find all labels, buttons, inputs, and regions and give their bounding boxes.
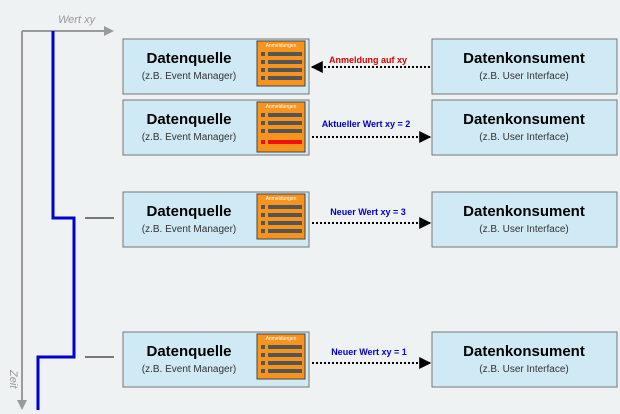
- source-subtitle: (z.B. Event Manager): [142, 71, 236, 82]
- source-subtitle: (z.B. Event Manager): [142, 364, 236, 375]
- time-axis: Zeit: [7, 31, 27, 410]
- row-subscribe: Datenquelle (z.B. Event Manager) Anmeldu…: [122, 38, 618, 95]
- source-title: Datenquelle: [146, 343, 231, 360]
- data-consumer-box: Datenkonsument (z.B. User Interface): [431, 99, 618, 156]
- data-consumer-box: Datenkonsument (z.B. User Interface): [431, 38, 618, 95]
- consumer-subtitle: (z.B. User Interface): [479, 132, 568, 143]
- data-consumer-box: Datenkonsument (z.B. User Interface): [431, 331, 618, 388]
- consumer-title: Datenkonsument: [463, 343, 585, 360]
- new-subscription-highlight: [268, 140, 302, 144]
- subscription-list-icon: Anmeldungen: [256, 333, 306, 380]
- subscription-list-title: Anmeldungen: [266, 336, 297, 342]
- data-consumer-box: Datenkonsument (z.B. User Interface): [431, 191, 618, 248]
- subscription-list-icon: Anmeldungen: [256, 193, 306, 240]
- consumer-subtitle: (z.B. User Interface): [479, 364, 568, 375]
- message-label: Aktueller Wert xy = 2: [322, 119, 411, 129]
- subscription-list-icon: Anmeldungen: [256, 101, 306, 153]
- consumer-title: Datenkonsument: [463, 50, 585, 67]
- consumer-title: Datenkonsument: [463, 111, 585, 128]
- source-title: Datenquelle: [146, 203, 231, 220]
- consumer-title: Datenkonsument: [463, 203, 585, 220]
- message-label: Neuer Wert xy = 1: [331, 347, 407, 357]
- subscription-list-title: Anmeldungen: [266, 43, 297, 49]
- subscription-list-title: Anmeldungen: [266, 196, 297, 202]
- source-title: Datenquelle: [146, 50, 231, 67]
- source-subtitle: (z.B. Event Manager): [142, 132, 236, 143]
- subscription-list-title: Anmeldungen: [266, 104, 297, 110]
- time-axis-label: Zeit: [7, 369, 19, 389]
- consumer-subtitle: (z.B. User Interface): [479, 224, 568, 235]
- consumer-subtitle: (z.B. User Interface): [479, 71, 568, 82]
- row-new-value-3: Datenquelle (z.B. Event Manager) Anmeldu…: [122, 191, 618, 248]
- message-label: Anmeldung auf xy: [329, 55, 407, 65]
- row-current-value: Datenquelle (z.B. Event Manager) Anmeldu…: [122, 99, 618, 156]
- message-label: Neuer Wert xy = 3: [330, 207, 406, 217]
- value-step-line: [36, 31, 76, 410]
- row-new-value-1: Datenquelle (z.B. Event Manager) Anmeldu…: [122, 331, 618, 388]
- source-subtitle: (z.B. Event Manager): [142, 224, 236, 235]
- subscription-list-icon: Anmeldungen: [256, 40, 306, 87]
- value-axis: Wert xy: [22, 14, 114, 36]
- value-axis-label: Wert xy: [58, 14, 97, 26]
- source-title: Datenquelle: [146, 111, 231, 128]
